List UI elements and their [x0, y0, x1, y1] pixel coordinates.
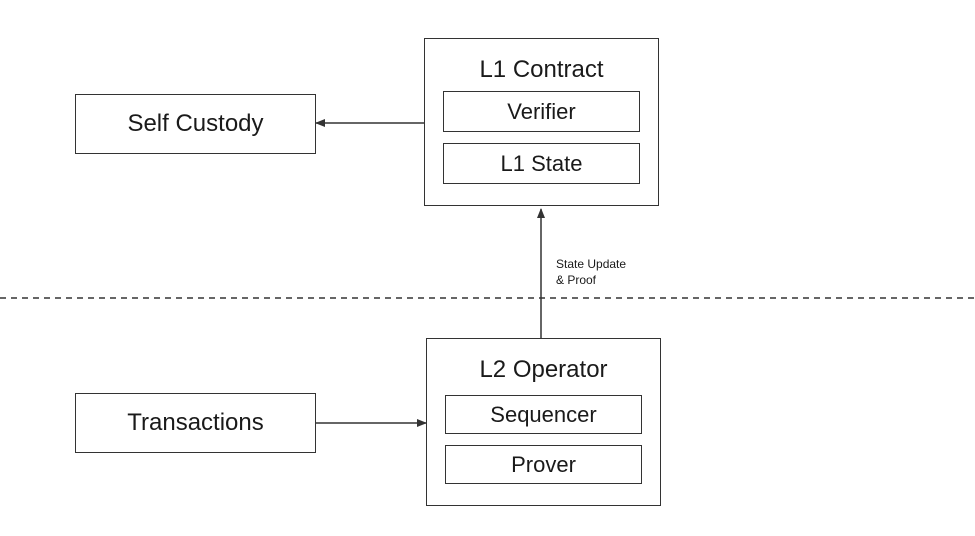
sequencer-component: Sequencer	[445, 395, 642, 434]
l2-operator-box: L2 Operator Sequencer Prover	[426, 338, 661, 506]
state-update-line: State Update	[556, 257, 627, 271]
verifier-label: Verifier	[507, 98, 576, 124]
l1-state-component: L1 State	[443, 143, 640, 184]
state-update-proof-label: State Update & Proof	[556, 256, 626, 288]
prover-label: Prover	[511, 451, 576, 477]
self-custody-box: Self Custody	[75, 94, 316, 154]
self-custody-label: Self Custody	[127, 110, 264, 137]
verifier-component: Verifier	[443, 91, 640, 132]
sequencer-label: Sequencer	[490, 401, 597, 427]
prover-component: Prover	[445, 445, 642, 484]
l1-contract-title: L1 Contract	[479, 56, 604, 83]
transactions-box: Transactions	[75, 393, 316, 453]
proof-line: & Proof	[556, 273, 597, 287]
l1-contract-box: L1 Contract Verifier L1 State	[424, 38, 659, 206]
transactions-label: Transactions	[127, 409, 264, 436]
l2-operator-title: L2 Operator	[479, 356, 608, 383]
l1-state-label: L1 State	[500, 150, 583, 176]
